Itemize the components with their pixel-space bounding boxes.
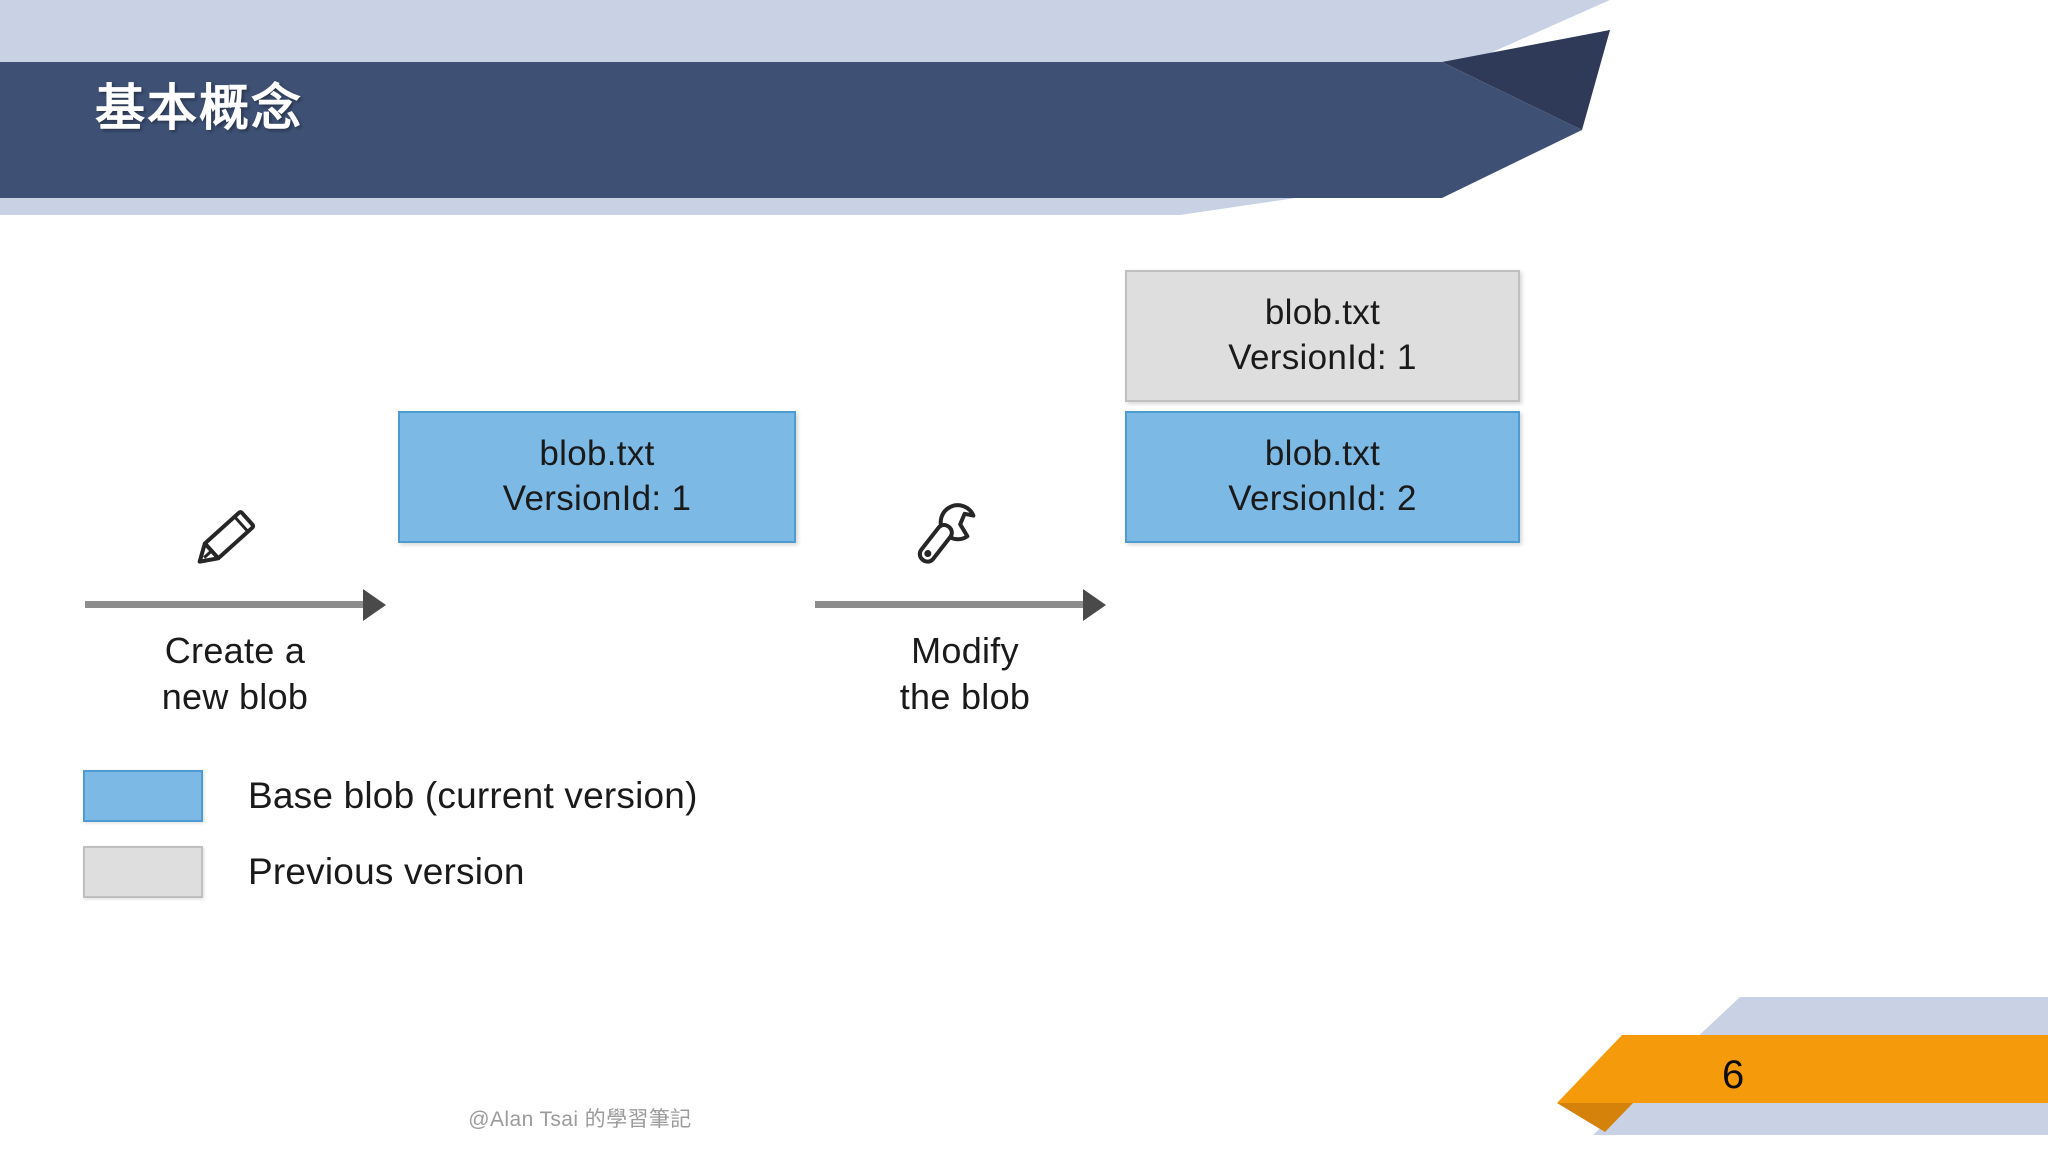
header-navy-accent-wedge bbox=[1442, 30, 1610, 130]
footer-banner-graphic bbox=[1557, 997, 2048, 1135]
legend-label: Base blob (current version) bbox=[248, 775, 698, 816]
footer-credit: @Alan Tsai 的學習筆記 bbox=[468, 1108, 692, 1131]
arrow-line bbox=[815, 601, 1087, 608]
header-navy-banner bbox=[0, 62, 1582, 198]
arrow-caption-modify: Modify the blob bbox=[800, 628, 1130, 720]
header-banner-graphic bbox=[0, 0, 1610, 215]
header-light-band-upper bbox=[0, 0, 1610, 62]
node-filename: blob.txt bbox=[539, 434, 655, 474]
node-base-blob-v1: blob.txt VersionId: 1 bbox=[398, 411, 796, 543]
legend-item-previous-version: Previous version bbox=[83, 846, 983, 898]
caption-line-2: new blob bbox=[161, 676, 309, 718]
caption-line-2: the blob bbox=[899, 676, 1031, 718]
arrow-line bbox=[85, 601, 367, 608]
node-filename: blob.txt bbox=[1264, 434, 1381, 474]
legend-swatch-gray bbox=[83, 846, 203, 898]
footer-orange-shadow bbox=[1557, 1103, 1633, 1132]
legend-label: Previous version bbox=[248, 851, 525, 892]
node-filename: blob.txt bbox=[1264, 293, 1381, 333]
header-light-band-lower bbox=[0, 198, 1296, 215]
diagram-legend: Base blob (current version) Previous ver… bbox=[83, 770, 983, 922]
node-base-blob-v2: blob.txt VersionId: 2 bbox=[1125, 411, 1520, 543]
legend-item-base-blob: Base blob (current version) bbox=[83, 770, 983, 822]
node-previous-version: blob.txt VersionId: 1 bbox=[1125, 270, 1520, 402]
arrow-head bbox=[1083, 589, 1106, 621]
node-versionid: VersionId: 1 bbox=[502, 479, 692, 518]
pencil-icon bbox=[185, 495, 275, 580]
caption-line-1: Create a bbox=[164, 630, 306, 671]
legend-swatch-blue bbox=[83, 770, 203, 822]
footer-orange-band bbox=[1557, 1035, 2048, 1103]
arrow-caption-create: Create a new blob bbox=[60, 628, 410, 720]
arrow-head bbox=[363, 589, 386, 621]
page-title: 基本概念 bbox=[95, 80, 303, 136]
wrench-icon bbox=[900, 492, 990, 577]
caption-line-1: Modify bbox=[911, 630, 1019, 671]
node-versionid: VersionId: 2 bbox=[1228, 479, 1417, 518]
node-versionid: VersionId: 1 bbox=[1228, 338, 1417, 377]
page-number: 6 bbox=[1722, 1053, 1745, 1097]
blob-versioning-diagram: Create a new blob Modify the blob bbox=[0, 230, 2048, 930]
